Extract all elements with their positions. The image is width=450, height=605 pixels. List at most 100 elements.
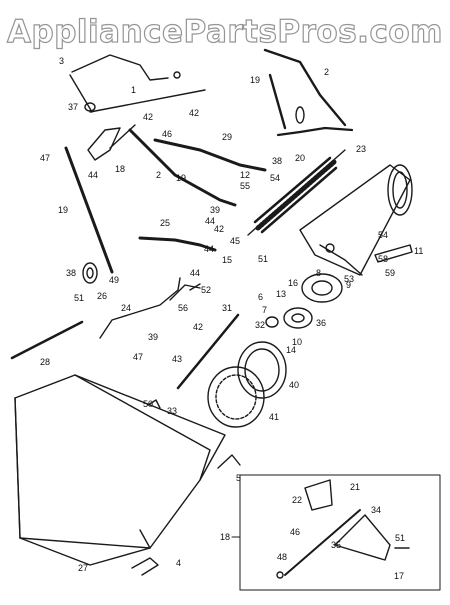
upper-handle-right [263,48,347,127]
roller-housing [299,164,413,276]
handle-bracket [87,127,121,161]
spacer-37 [84,102,96,112]
label-15: 15 [222,255,232,265]
label-41: 41 [269,412,279,422]
lower-handle-left [64,146,114,274]
gear-wheel-8 [301,273,343,303]
label-54: 54 [378,230,388,240]
label-55: 55 [240,181,250,191]
label-42: 42 [143,112,153,122]
label-7: 7 [262,305,267,315]
label-43: 43 [172,354,182,364]
label-46: 46 [162,129,172,139]
label-44: 44 [205,216,215,226]
label-22: 22 [292,495,302,505]
label-49: 49 [109,275,119,285]
label-18-inset: 18 [220,532,230,542]
callout-labels: 1 2 2 3 4 5 6 7 8 9 10 11 12 13 14 15 16… [40,56,423,581]
label-31: 31 [222,303,232,313]
spacer-right [295,106,305,124]
label-4: 4 [176,558,181,568]
reel-assembly [247,149,346,236]
wheel-26 [82,262,98,284]
handle-tube-25 [138,236,217,252]
gear-wheel-36 [283,307,313,329]
label-45: 45 [230,236,240,246]
side-bracket-11 [374,244,413,263]
axle-rod-28 [10,320,84,360]
handle-tube-2 [128,128,237,207]
bag-hook-4 [131,557,159,576]
inset-box [231,474,441,591]
label-35: 35 [331,540,341,550]
bag-hook-5 [217,454,241,469]
label-27: 27 [78,563,88,573]
label-47: 47 [133,352,143,362]
label-13: 13 [276,289,286,299]
label-23: 23 [356,144,366,154]
label-38: 38 [66,268,76,278]
label-19: 19 [250,75,260,85]
lower-handle-left-inner [69,147,117,273]
label-56: 56 [178,303,188,313]
label-18: 18 [115,164,125,174]
label-51: 51 [74,293,84,303]
label-51: 51 [258,254,268,264]
label-17: 17 [394,571,404,581]
handle-crossbar-right [276,126,354,137]
label-51: 51 [395,533,405,543]
label-11: 11 [414,246,423,256]
label-47: 47 [40,153,50,163]
handle-tube-29 [153,138,267,172]
label-42: 42 [214,224,224,234]
label-5: 5 [236,473,241,483]
label-16: 16 [288,278,298,288]
label-20: 20 [295,153,305,163]
clip-33 [147,399,161,409]
label-54: 54 [270,173,280,183]
washer-32 [265,316,279,328]
label-33: 33 [167,406,177,416]
cross-rod [89,89,206,113]
label-44: 44 [204,244,214,254]
label-40: 40 [289,380,299,390]
link-rod-24 [99,277,181,339]
label-32: 32 [255,320,265,330]
label-24: 24 [121,303,131,313]
wheel-tire-40 [237,341,287,399]
label-2: 2 [156,170,161,180]
label-10: 10 [292,337,302,347]
label-19: 19 [58,205,68,215]
upper-handle-left [71,54,169,81]
label-3: 3 [59,56,64,66]
spring-52 [189,283,201,291]
label-42: 42 [189,108,199,118]
grass-catcher-bag [14,374,226,566]
label-52: 52 [201,285,211,295]
label-1: 1 [131,85,136,95]
label-53: 53 [344,274,354,284]
label-39: 39 [210,205,220,215]
label-34: 34 [371,505,381,515]
label-38: 38 [272,156,282,166]
label-58: 58 [378,254,388,264]
label-29: 29 [222,132,232,142]
label-26: 26 [97,291,107,301]
axle-rod-31 [176,313,240,390]
label-44: 44 [88,170,98,180]
wheel-tire-41 [207,366,265,428]
label-2: 2 [324,67,329,77]
lower-handle-right [268,73,287,130]
label-28: 28 [40,357,50,367]
label-46: 46 [290,527,300,537]
label-14: 14 [286,345,296,355]
label-6: 6 [258,292,263,302]
label-8: 8 [316,268,321,278]
label-21: 21 [350,482,360,492]
label-25: 25 [160,218,170,228]
label-44: 44 [190,268,200,278]
label-42: 42 [193,322,203,332]
label-37: 37 [68,102,78,112]
